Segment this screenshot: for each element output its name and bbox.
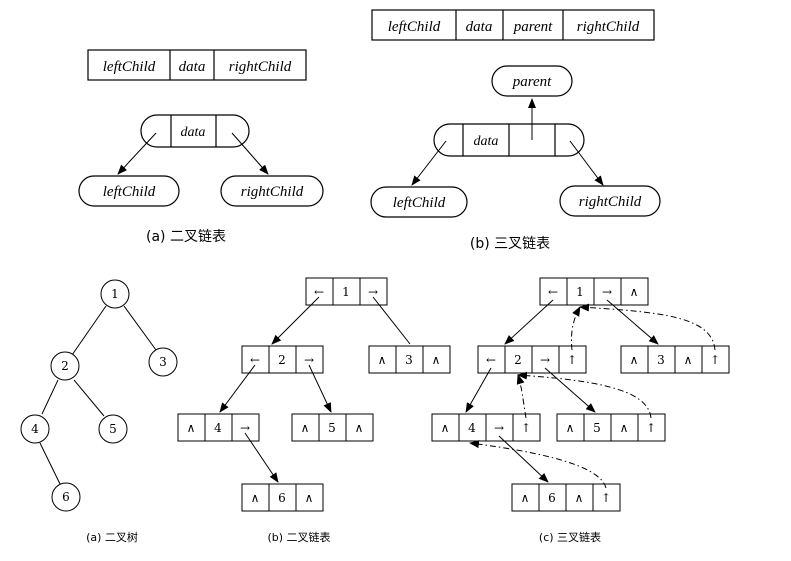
- bl-node-2: ← 2 →: [241, 345, 324, 374]
- bl-node-5: ∧ 5 ∧: [291, 413, 374, 442]
- binary-rightchild-node: [220, 175, 324, 207]
- right-arrow-icon: →: [368, 285, 378, 299]
- caption-bottom-a: (a) 二叉树: [86, 530, 138, 544]
- null-icon: ∧: [355, 421, 364, 435]
- null-icon: ∧: [301, 421, 310, 435]
- tl-node-1-label: 1: [576, 285, 584, 299]
- parent-arrow-icon: ↑: [521, 421, 531, 435]
- left-arrow-icon: ←: [486, 353, 496, 367]
- left-arrow-icon: ←: [548, 285, 558, 299]
- bl-node-1-label: 1: [342, 285, 350, 299]
- tree-node-5-label: 5: [109, 422, 117, 436]
- right-arrow-icon: →: [240, 421, 250, 435]
- tree-node-6-label: 6: [62, 490, 70, 504]
- tl-node-3: ∧ 3 ∧ ↑: [620, 345, 730, 374]
- binary-leftchild-label: leftChild: [103, 184, 156, 200]
- tl-node-6: ∧ 6 ∧ ↑: [511, 483, 621, 512]
- ternary-field-rightchild: rightChild: [577, 19, 640, 35]
- binary-field-leftchild: leftChild: [103, 59, 156, 75]
- tl-node-3-label: 3: [657, 353, 665, 367]
- tl-node-6-label: 6: [548, 491, 556, 505]
- binary-field-bar: [87, 49, 307, 81]
- tree-node-6: [51, 482, 81, 512]
- ternary-field-parent: parent: [513, 19, 553, 35]
- parent-arrow-icon: ↑: [710, 353, 720, 367]
- bottom-binary-tree: 1 2 3 4 5 6 (a) 二叉树: [20, 279, 178, 544]
- parent-arrow-icon: ↑: [601, 491, 611, 505]
- ternary-rightchild-label: rightChild: [579, 194, 642, 210]
- binary-rightchild-label: rightChild: [241, 184, 304, 200]
- bl-node-3: ∧ 3 ∧: [368, 345, 451, 374]
- right-arrow-icon: →: [304, 353, 314, 367]
- null-icon: ∧: [630, 353, 639, 367]
- null-icon: ∧: [575, 491, 584, 505]
- null-icon: ∧: [630, 285, 639, 299]
- null-icon: ∧: [566, 421, 575, 435]
- binary-node-data: data: [181, 125, 206, 140]
- bl-node-4: ∧ 4 →: [177, 413, 260, 442]
- tree-node-1-label: 1: [111, 287, 119, 301]
- tree-node-3: [148, 347, 178, 377]
- right-arrow-icon: →: [494, 421, 504, 435]
- null-icon: ∧: [684, 353, 693, 367]
- ternary-parent-node: [491, 65, 573, 97]
- tl-node-1: ← 1 → ∧: [539, 277, 649, 306]
- top-ternary-structure: leftChild data parent rightChild parent …: [370, 9, 661, 252]
- ternary-rightchild-node: [559, 185, 661, 217]
- caption-bottom-c: (c) 三叉链表: [539, 530, 601, 544]
- right-arrow-icon: →: [602, 285, 612, 299]
- right-arrow-icon: →: [540, 353, 550, 367]
- tree-node-4: [20, 414, 50, 444]
- binary-leftchild-node: [78, 175, 180, 207]
- null-icon: ∧: [441, 421, 450, 435]
- binary-field-data: data: [179, 59, 206, 75]
- ternary-field-bar: [371, 9, 655, 41]
- left-arrow-icon: ←: [250, 353, 260, 367]
- ternary-field-data: data: [466, 19, 493, 35]
- ternary-leftchild-label: leftChild: [393, 195, 446, 211]
- tree-node-2: [50, 351, 80, 381]
- bl-node-4-label: 4: [214, 421, 222, 435]
- tree-node-5: [98, 414, 128, 444]
- tl-node-4-label: 4: [468, 421, 476, 435]
- null-icon: ∧: [305, 491, 314, 505]
- null-icon: ∧: [432, 353, 441, 367]
- ternary-parent-label: parent: [512, 74, 552, 90]
- left-arrow-icon: ←: [314, 285, 324, 299]
- tree-node-2-label: 2: [61, 359, 69, 373]
- bottom-binary-linked-list: ← 1 → ← 2 → ∧ 3 ∧ ∧ 4 →: [177, 277, 451, 544]
- bl-node-5-label: 5: [328, 421, 336, 435]
- bl-node-6-label: 6: [278, 491, 286, 505]
- caption-top-a: (a) 二叉链表: [146, 229, 226, 245]
- tree-node-4-label: 4: [31, 422, 39, 436]
- tl-node-5-label: 5: [593, 421, 601, 435]
- tl-node-2-label: 2: [514, 353, 522, 367]
- parent-arrow-icon: ↑: [567, 353, 577, 367]
- top-binary-structure: leftChild data rightChild data leftChild…: [78, 49, 324, 245]
- tl-node-4: ∧ 4 → ↑: [431, 413, 541, 442]
- ternary-leftchild-node: [370, 186, 468, 218]
- bl-node-1: ← 1 →: [305, 277, 388, 306]
- bl-node-3-label: 3: [405, 353, 413, 367]
- ternary-node-data: data: [474, 134, 499, 149]
- tree-node-1: [100, 279, 130, 309]
- null-icon: ∧: [378, 353, 387, 367]
- null-icon: ∧: [620, 421, 629, 435]
- tree-node-3-label: 3: [159, 355, 167, 369]
- caption-bottom-b: (b) 二叉链表: [267, 530, 330, 544]
- caption-top-b: (b) 三叉链表: [470, 236, 550, 252]
- tl-node-5: ∧ 5 ∧ ↑: [556, 413, 666, 442]
- ternary-field-leftchild: leftChild: [388, 19, 441, 35]
- null-icon: ∧: [521, 491, 530, 505]
- binary-node: [140, 114, 250, 148]
- bottom-ternary-linked-list: ← 1 → ∧ ← 2 → ↑ ∧ 3 ∧ ↑: [431, 277, 730, 544]
- tl-node-2: ← 2 → ↑: [477, 345, 587, 374]
- binary-field-rightchild: rightChild: [229, 59, 292, 75]
- bl-node-2-label: 2: [278, 353, 286, 367]
- null-icon: ∧: [251, 491, 260, 505]
- null-icon: ∧: [187, 421, 196, 435]
- parent-arrow-icon: ↑: [646, 421, 656, 435]
- bl-node-6: ∧ 6 ∧: [241, 483, 324, 512]
